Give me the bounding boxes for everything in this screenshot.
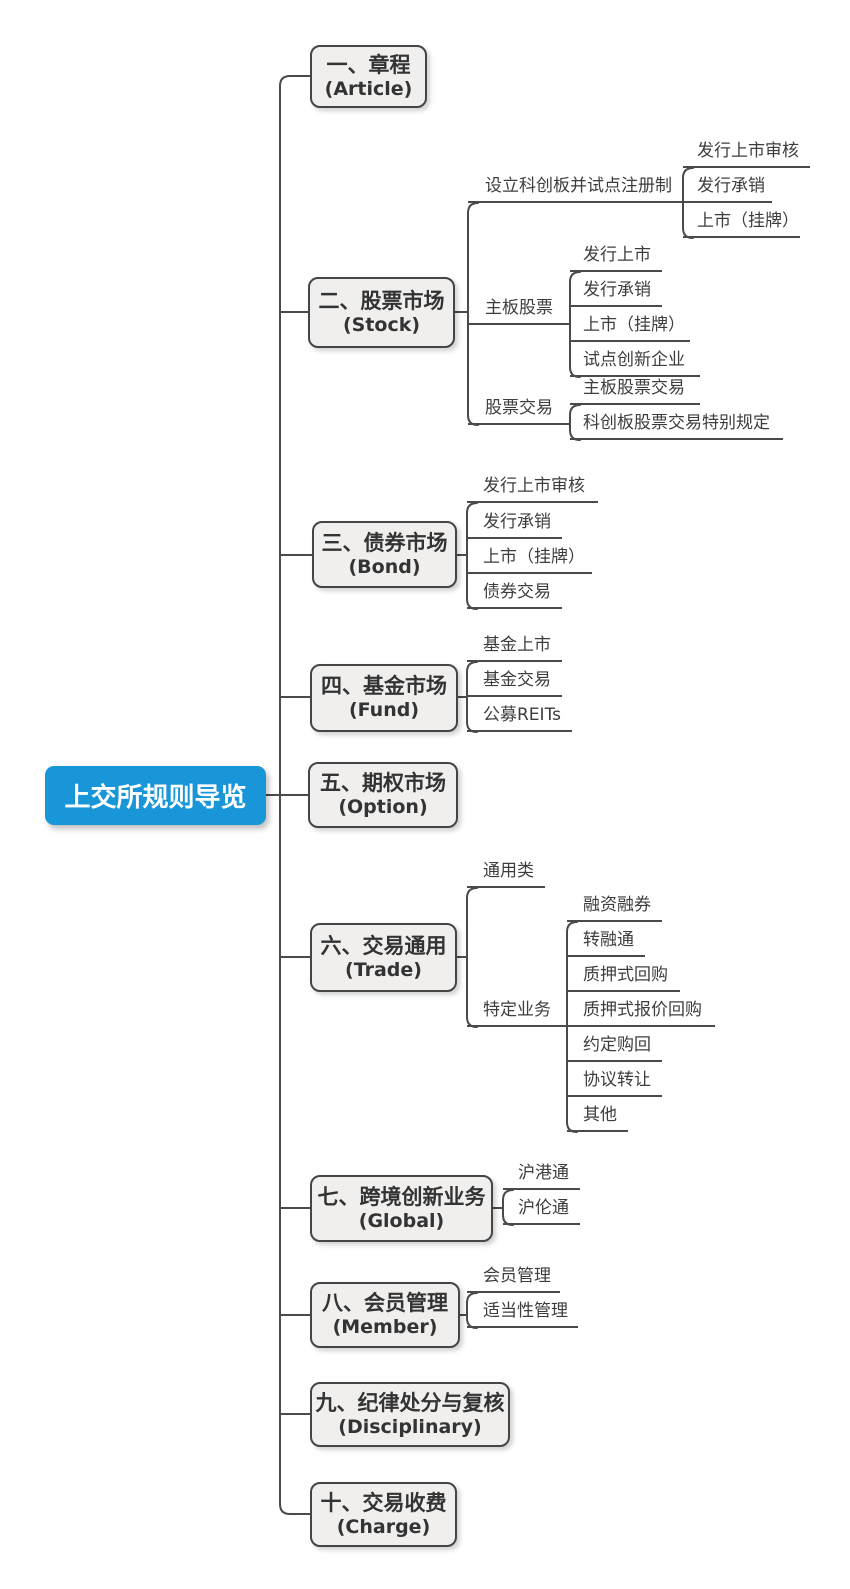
node-label: 其他 <box>567 1102 628 1132</box>
branch-charge-title: 十、交易收费 <box>320 1490 447 1515</box>
node-label: 基金交易 <box>467 667 562 697</box>
node-label: 主板股票 <box>468 295 570 325</box>
node-label: 质押式回购 <box>567 962 680 992</box>
branch-option: 五、期权市场 (Option) <box>308 762 458 828</box>
branch-fund-title: 四、基金市场 <box>321 674 447 698</box>
branch-trade-subtitle: (Trade) <box>345 958 422 981</box>
node-label: 上市（挂牌） <box>570 312 690 342</box>
branch-bond-subtitle: (Bond) <box>348 555 421 578</box>
node-label: 特定业务 <box>467 997 567 1027</box>
branch-charge-subtitle: (Charge) <box>336 1515 431 1538</box>
node-label: 基金上市 <box>467 632 562 662</box>
branch-article-subtitle: (Article) <box>324 77 413 100</box>
branch-stock: 二、股票市场 (Stock) <box>308 277 455 348</box>
node-label: 适当性管理 <box>467 1298 578 1328</box>
node-label: 质押式报价回购 <box>567 997 715 1027</box>
node-label: 融资融券 <box>567 892 662 922</box>
node-label: 发行承销 <box>570 277 662 307</box>
branch-trade: 六、交易通用 (Trade) <box>310 923 457 992</box>
node-label: 设立科创板并试点注册制 <box>468 173 683 203</box>
branch-article: 一、章程 (Article) <box>310 45 427 108</box>
node-label: 沪港通 <box>503 1160 580 1190</box>
branch-global-subtitle: (Global) <box>358 1209 445 1232</box>
node-label: 发行承销 <box>683 173 772 203</box>
branch-charge: 十、交易收费 (Charge) <box>310 1482 457 1547</box>
node-label: 股票交易 <box>468 395 570 425</box>
branch-stock-title: 二、股票市场 <box>318 288 445 313</box>
branch-member-subtitle: (Member) <box>332 1316 438 1339</box>
node-label: 沪伦通 <box>503 1195 580 1225</box>
branch-bond-title: 三、债券市场 <box>321 530 448 555</box>
branch-disciplinary: 九、纪律处分与复核 (Disciplinary) <box>310 1382 510 1447</box>
node-label: 债券交易 <box>467 579 562 609</box>
branch-disciplinary-title: 九、纪律处分与复核 <box>315 1390 505 1415</box>
node-label: 约定购回 <box>567 1032 662 1062</box>
branch-stock-subtitle: (Stock) <box>342 313 421 336</box>
node-label: 发行上市审核 <box>467 473 598 503</box>
node-label: 会员管理 <box>467 1263 560 1293</box>
root-node: 上交所规则导览 <box>45 766 266 825</box>
branch-trade-title: 六、交易通用 <box>320 933 447 958</box>
branch-member: 八、会员管理 (Member) <box>310 1282 460 1348</box>
root-node-label: 上交所规则导览 <box>64 783 247 813</box>
branch-global: 七、跨境创新业务 (Global) <box>310 1175 493 1242</box>
connector-branch-stubs <box>279 311 313 1415</box>
branch-fund-subtitle: (Fund) <box>348 699 420 722</box>
branch-bond: 三、债券市场 (Bond) <box>312 521 457 588</box>
branch-member-title: 八、会员管理 <box>322 1291 448 1315</box>
branch-global-title: 七、跨境创新业务 <box>317 1184 486 1209</box>
node-label: 科创板股票交易特别规定 <box>570 410 783 440</box>
node-label: 发行承销 <box>467 509 562 539</box>
node-label: 上市（挂牌） <box>683 208 800 238</box>
node-label: 试点创新企业 <box>570 347 700 377</box>
node-label: 主板股票交易 <box>570 375 700 405</box>
node-label: 发行上市 <box>570 242 662 272</box>
branch-disciplinary-subtitle: (Disciplinary) <box>338 1415 482 1438</box>
branch-article-title: 一、章程 <box>326 52 411 77</box>
node-label: 协议转让 <box>567 1067 662 1097</box>
branch-option-subtitle: (Option) <box>338 796 428 819</box>
branch-option-title: 五、期权市场 <box>320 771 446 795</box>
node-label: 通用类 <box>467 858 545 888</box>
node-label: 公募REITs <box>467 702 572 732</box>
node-label: 转融通 <box>567 927 645 957</box>
node-label: 发行上市审核 <box>683 138 810 168</box>
branch-fund: 四、基金市场 (Fund) <box>310 664 458 732</box>
node-label: 上市（挂牌） <box>467 544 592 574</box>
